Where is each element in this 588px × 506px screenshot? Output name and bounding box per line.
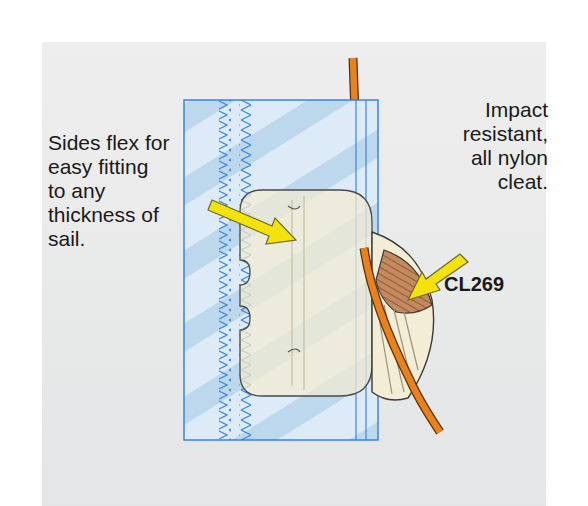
sail [184,100,378,440]
pointer-arrow [208,200,296,244]
callout-text: Sides flex for easy fitting to any thick… [48,131,170,251]
panel-ground [42,42,546,506]
rope [364,248,440,432]
part-number: CL269 [444,272,534,296]
stitching [219,100,231,440]
callout-text: Impact resistant, all nylon cleat. [436,98,548,194]
